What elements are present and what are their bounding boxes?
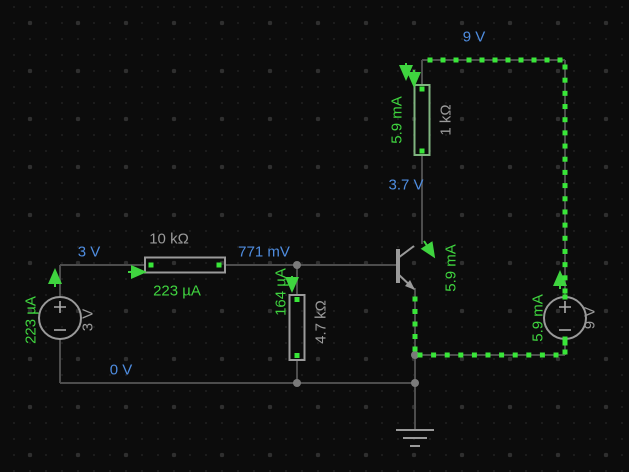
- ground-symbol[interactable]: [396, 429, 434, 447]
- r1-value-label: 1 kΩ: [437, 104, 455, 136]
- plus-sign: [54, 301, 66, 313]
- r2-current-label: 223 µA: [153, 282, 201, 300]
- junction-node: [293, 261, 301, 269]
- resistor-r1-1k[interactable]: [413, 84, 431, 156]
- v1-value-label: 3 V: [79, 308, 97, 332]
- junction-node: [411, 351, 419, 359]
- junction-node: [293, 379, 301, 387]
- v2-value-label: 9 V: [581, 306, 599, 330]
- plus-sign: [559, 301, 571, 313]
- net-label-ground: 0 V: [109, 361, 133, 379]
- voltage-source-v1[interactable]: [38, 296, 82, 340]
- v1-current-label: 223 µA: [22, 296, 40, 344]
- q1-emitter-current-label: 5.9 mA: [442, 244, 460, 292]
- current-arrow-emitter-icon: [420, 240, 436, 259]
- r1-current-label: 5.9 mA: [388, 96, 406, 144]
- npn-transistor-q1[interactable]: [396, 245, 415, 290]
- resistor-r3-4k7[interactable]: [288, 294, 306, 361]
- resistor-r2-10k[interactable]: [144, 256, 226, 274]
- current-flow-dots: [412, 57, 568, 358]
- r2-value-label: 10 kΩ: [149, 230, 189, 248]
- net-label-base: 771 mV: [238, 243, 290, 261]
- r3-current-label: 164 µA: [272, 268, 290, 316]
- junction-node: [411, 379, 419, 387]
- voltage-source-v2[interactable]: [543, 294, 587, 342]
- emitter-arrow: [405, 280, 415, 290]
- net-label-top-voltage: 9 V: [462, 28, 486, 46]
- v2-current-label: 5.9 mA: [529, 294, 547, 342]
- r3-value-label: 4.7 kΩ: [312, 300, 330, 344]
- net-label-collector: 3.7 V: [388, 176, 424, 194]
- net-label-base-input: 3 V: [77, 243, 101, 261]
